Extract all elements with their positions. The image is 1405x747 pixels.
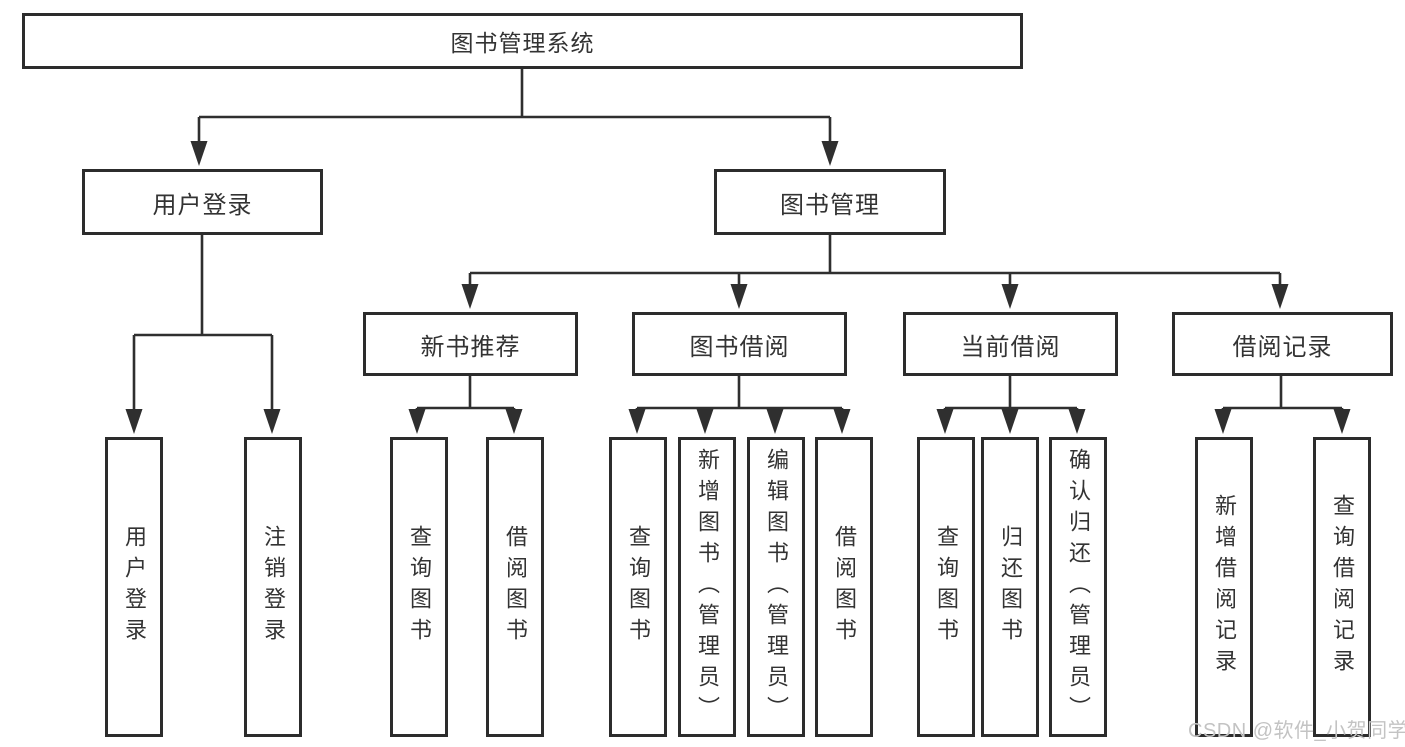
arrow-icon [461,284,479,309]
node-label: 查询借阅记录 [1330,494,1355,680]
arrow-icon [730,284,748,309]
node-label: 图书管理 [780,191,880,219]
node-label: 用户登录 [152,191,253,219]
arrow-icon [125,409,143,434]
leaf-query-books-current: 查询图书 [917,437,975,737]
node-label: 注销登录 [261,525,286,649]
leaf-return-book: 归还图书 [981,437,1039,737]
leaf-logout: 注销登录 [244,437,302,737]
arrow-icon [936,409,954,434]
arrow-icon [1271,284,1289,309]
node-label: 编辑图书（管理员） [764,447,789,727]
arrow-icon [628,409,646,434]
leaf-user-login: 用户登录 [105,437,163,737]
node-current-borrowing: 当前借阅 [903,312,1118,376]
node-label: 查询图书 [934,525,959,649]
node-label: 归还图书 [998,525,1023,649]
arrow-icon [1001,284,1019,309]
arrow-icon [1068,409,1086,434]
node-book-management: 图书管理 [714,169,946,235]
arrow-icon [696,409,714,434]
node-label: 新增借阅记录 [1212,494,1237,680]
node-label: 图书借阅 [689,333,790,361]
arrow-icon [1214,409,1232,434]
node-label: 查询图书 [626,525,651,649]
node-label: 图书管理系统 [450,30,595,56]
arrow-icon [1001,409,1019,434]
arrow-icon [190,141,208,166]
leaf-add-book-admin: 新增图书（管理员） [678,437,736,737]
leaf-confirm-return-admin: 确认归还（管理员） [1049,437,1107,737]
node-label: 确认归还（管理员） [1066,447,1091,727]
node-borrowing-records: 借阅记录 [1172,312,1393,376]
node-label: 借阅图书 [832,525,857,649]
leaf-add-borrow-record: 新增借阅记录 [1195,437,1253,737]
arrow-icon [263,409,281,434]
node-label: 新增图书（管理员） [695,447,720,727]
arrow-icon [408,409,426,434]
arrow-icon [833,409,851,434]
node-new-book-recommend: 新书推荐 [363,312,578,376]
leaf-borrow-books: 借阅图书 [815,437,873,737]
node-label: 用户登录 [122,525,147,649]
csdn-watermark: CSDN @软件_小贺同学 [1188,720,1405,742]
arrow-icon [766,409,784,434]
node-user-login: 用户登录 [82,169,323,235]
arrow-icon [505,409,523,434]
arrow-icon [821,141,839,166]
node-label: 借阅图书 [503,525,528,649]
node-book-borrowing: 图书借阅 [632,312,847,376]
node-label: 借阅记录 [1232,333,1333,361]
leaf-borrow-books-recommend: 借阅图书 [486,437,544,737]
leaf-query-books-borrow: 查询图书 [609,437,667,737]
leaf-query-books-recommend: 查询图书 [390,437,448,737]
node-label: 当前借阅 [960,333,1061,361]
leaf-query-borrow-record: 查询借阅记录 [1313,437,1371,737]
node-label: 新书推荐 [420,333,521,361]
leaf-edit-book-admin: 编辑图书（管理员） [747,437,805,737]
arrow-icon [1333,409,1351,434]
node-library-management-system: 图书管理系统 [22,13,1023,69]
node-label: 查询图书 [407,525,432,649]
